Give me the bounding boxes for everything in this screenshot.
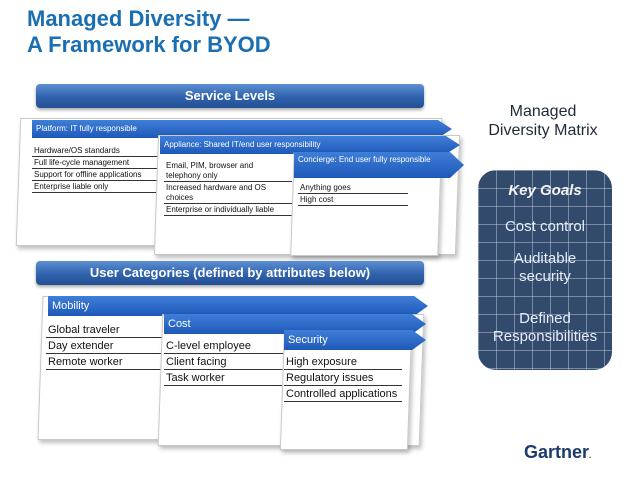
slide-title: Managed Diversity — A Framework for BYOD <box>27 6 271 58</box>
matrix-box: Key Goals Cost control Auditable securit… <box>478 170 612 370</box>
list-item: Task worker <box>164 370 284 386</box>
user-categories-header: User Categories (defined by attributes b… <box>36 261 424 285</box>
list-item: Increased hardware and OS choices <box>164 182 292 204</box>
service-levels-header: Service Levels <box>36 84 424 108</box>
matrix-grid <box>478 170 612 370</box>
list-item: Support for offline applications <box>32 169 160 181</box>
security-list: High exposure Regulatory issues Controll… <box>284 354 402 402</box>
concierge-arrow: Concierge: End user fully responsible <box>294 152 464 178</box>
list-item: Enterprise or individually liable <box>164 204 292 216</box>
list-item: Client facing <box>164 354 284 370</box>
goal-item: Cost control <box>504 218 586 235</box>
logo-dot: . <box>589 451 592 460</box>
list-item: High cost <box>298 194 408 206</box>
list-item: Anything goes <box>298 182 408 194</box>
cost-list: C-level employee Client facing Task work… <box>164 338 284 386</box>
list-item: C-level employee <box>164 338 284 354</box>
list-item: Remote worker <box>46 354 166 370</box>
list-item: Email, PIM, browser and telephony only <box>164 160 292 182</box>
list-item: Regulatory issues <box>284 370 402 386</box>
security-arrow: Security <box>284 330 426 350</box>
goal-item: Auditable security <box>513 250 577 285</box>
key-goals-label: Key Goals <box>508 182 582 199</box>
platform-arrow: Platform: IT fully responsible <box>32 120 452 138</box>
mobility-list: Global traveler Day extender Remote work… <box>46 322 166 370</box>
appliance-list: Email, PIM, browser and telephony only I… <box>164 160 292 216</box>
platform-list: Hardware/OS standards Full life-cycle ma… <box>32 145 160 193</box>
list-item: Controlled applications <box>284 386 402 402</box>
list-item: Hardware/OS standards <box>32 145 160 157</box>
list-item: High exposure <box>284 354 402 370</box>
list-item: Enterprise liable only <box>32 181 160 193</box>
list-item: Full life-cycle management <box>32 157 160 169</box>
matrix-title: Managed Diversity Matrix <box>488 103 598 139</box>
list-item: Day extender <box>46 338 166 354</box>
slide-title-line2: A Framework for BYOD <box>27 32 271 57</box>
goal-item: Defined Responsibilities <box>492 310 598 345</box>
appliance-arrow: Appliance: Shared IT/end user responsibi… <box>160 136 460 154</box>
mobility-arrow: Mobility <box>48 296 428 316</box>
list-item: Global traveler <box>46 322 166 338</box>
gartner-logo: Gartner. <box>524 442 591 463</box>
cost-arrow: Cost <box>164 314 426 334</box>
logo-text: Gartner <box>524 442 590 462</box>
concierge-list: Anything goes High cost <box>298 182 408 206</box>
slide-title-line1: Managed Diversity — <box>27 6 250 31</box>
